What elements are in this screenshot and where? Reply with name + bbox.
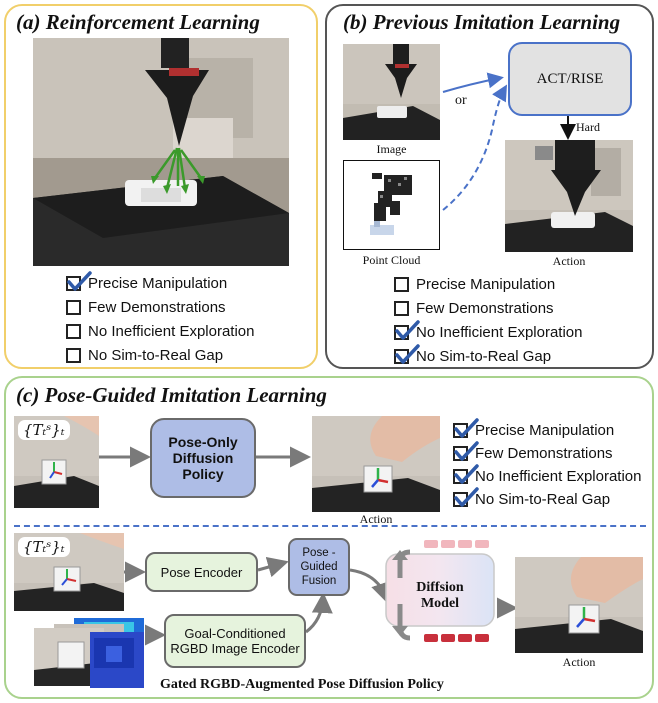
action-caption-c-bottom: Action [562,655,596,669]
checked-box-icon [453,418,479,438]
rgbd-image-encoder-box: Goal-Conditioned RGBD Image Encoder [164,614,306,668]
checklist-item: No Inefficient Exploration [66,323,255,340]
checklist-item: Precise Manipulation [394,276,555,293]
gated-policy-footer: Gated RGBD-Augmented Pose Diffusion Poli… [160,677,444,692]
checklist-label: Precise Manipulation [88,275,228,292]
unchecked-box-icon [66,324,81,339]
checklist-item: No Sim-to-Real Gap [394,344,552,365]
checklist-label: No Sim-to-Real Gap [88,347,224,364]
panel-previous-imitation-learning [325,4,654,369]
panel-c-title: (c) Pose-Guided Imitation Learning [16,383,327,407]
action-caption-b: Action [552,254,586,268]
checklist-label: No Sim-to-Real Gap [475,491,611,508]
checklist-label: Precise Manipulation [416,276,556,293]
pose-only-diffusion-policy-box: Pose-Only Diffusion Policy [150,418,256,498]
checked-box-icon [394,320,420,340]
section-divider [14,525,646,527]
act-rise-model-box: ACT/RISE [508,42,632,116]
checklist-label: Few Demonstrations [88,299,226,316]
unchecked-box-icon [394,277,409,292]
checklist-item: No Sim-to-Real Gap [453,487,611,508]
unchecked-box-icon [66,348,81,363]
action-photo-top [312,416,440,512]
checklist-item: Precise Manipulation [66,271,228,292]
checked-box-icon [394,344,420,364]
or-label: or [455,93,467,108]
checklist-item: Precise Manipulation [453,418,615,439]
diffusion-model-label: Diffsion Model [416,580,464,611]
rl-robot-photo [33,38,289,266]
point-cloud-image [343,160,440,250]
checklist-item: No Sim-to-Real Gap [66,347,223,364]
checklist-label: Few Demonstrations [475,445,613,462]
checklist-label: Precise Manipulation [475,422,615,439]
checklist-item: Few Demonstrations [453,441,613,462]
checklist-label: No Inefficient Exploration [475,468,642,485]
image-input-photo [343,44,440,140]
checked-box-icon [453,464,479,484]
checklist-label: No Inefficient Exploration [88,323,255,340]
checklist-item: Few Demonstrations [394,300,554,317]
image-caption: Image [376,142,407,156]
checked-box-icon [66,271,92,291]
panel-b-title: (b) Previous Imitation Learning [343,10,621,34]
checklist-item: Few Demonstrations [66,299,226,316]
pose-sequence-badge-bottom: {Tₜˢ}ₜ [18,537,70,557]
action-output-photo [505,140,633,252]
action-photo-bottom [515,557,643,653]
action-caption-c-top: Action [359,512,393,526]
unchecked-box-icon [66,300,81,315]
point-cloud-caption: Point Cloud [362,253,421,267]
checked-box-icon [453,441,479,461]
checklist-item: No Inefficient Exploration [394,320,583,341]
checklist-label: Few Demonstrations [416,300,554,317]
rgbd-input-stack [14,618,144,688]
pose-guided-fusion-box: Pose -Guided Fusion [288,538,350,596]
pose-encoder-box: Pose Encoder [145,552,258,592]
panel-pose-guided-imitation-learning [4,376,654,699]
hard-label: Hard [576,120,600,134]
diffusion-model-graphic [385,540,495,642]
panel-reinforcement-learning [4,4,318,369]
checked-box-icon [453,487,479,507]
checklist-label: No Inefficient Exploration [416,324,583,341]
checklist-label: No Sim-to-Real Gap [416,348,552,365]
pose-sequence-badge-top: {Tₜˢ}ₜ [18,420,70,440]
unchecked-box-icon [394,301,409,316]
panel-a-title: (a) Reinforcement Learning [16,10,260,34]
checklist-item: No Inefficient Exploration [453,464,642,485]
